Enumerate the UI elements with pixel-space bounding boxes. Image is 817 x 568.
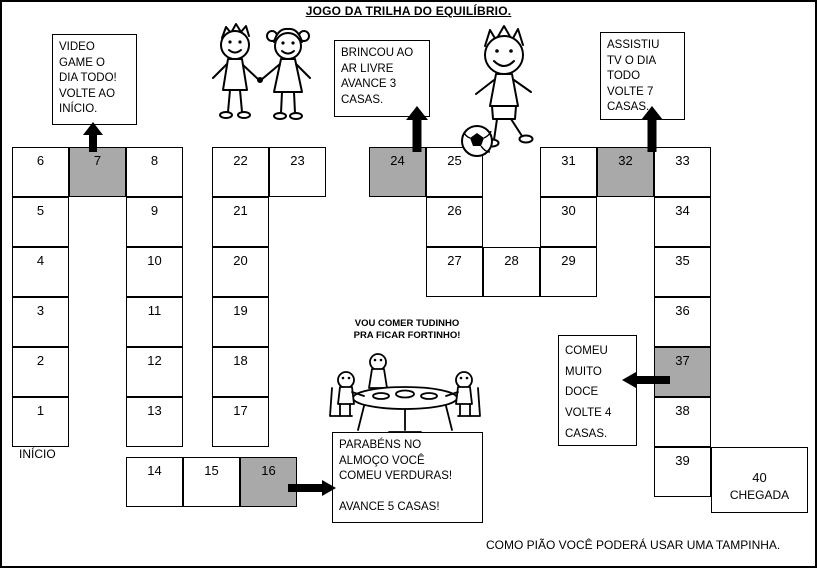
board-cell-6: 6 (12, 147, 69, 197)
board-cell-9: 9 (126, 197, 183, 247)
cell-number: 5 (36, 203, 45, 218)
callout-parabens-verduras: PARABÉNS NO ALMOÇO VOCÊ COMEU VERDURAS! … (332, 432, 483, 523)
cell-number: 39 (675, 453, 690, 468)
cell-number: 3 (36, 303, 45, 318)
start-label: INÍCIO (19, 447, 56, 461)
cell-number: 32 (618, 153, 633, 168)
arrow-up-to-brincou-icon (405, 106, 429, 152)
cell-number: 26 (447, 203, 462, 218)
board-cell-24: 24 (369, 147, 426, 197)
cell-number: 6 (36, 153, 45, 168)
cell-number: 38 (675, 403, 690, 418)
board-cell-30: 30 (540, 197, 597, 247)
cell-number: 4 (36, 253, 45, 268)
board-cell-26: 26 (426, 197, 483, 247)
cell-number: 13 (147, 403, 162, 418)
cell-number: 25 (447, 153, 462, 168)
board-cell-7: 7 (69, 147, 126, 197)
board-cell-32: 32 (597, 147, 654, 197)
board-cell-36: 36 (654, 297, 711, 347)
finish-label: CHEGADA (729, 487, 790, 502)
cell-number: 37 (675, 353, 690, 368)
arrow-up-to-assistiu-icon (640, 106, 664, 152)
cell-number: 7 (93, 153, 102, 168)
cell-number: 27 (447, 253, 462, 268)
cell-number: 15 (204, 463, 219, 478)
board-cell-3: 3 (12, 297, 69, 347)
cell-number: 36 (675, 303, 690, 318)
callout-video-game: VIDEO GAME O DIA TODO! VOLTE AO INÍCIO. (52, 34, 137, 125)
cell-number: 21 (233, 203, 248, 218)
arrow-left-to-comeu-doce-icon (622, 371, 670, 389)
board-cell-28: 28 (483, 247, 540, 297)
board-cell-4: 4 (12, 247, 69, 297)
callout-comeu-doce: COMEU MUITO DOCE VOLTE 4 CASAS. (558, 335, 637, 446)
board-cell-29: 29 (540, 247, 597, 297)
cell-number: 28 (504, 253, 519, 268)
board-cell-18: 18 (212, 347, 269, 397)
cell-number: 18 (233, 353, 248, 368)
board-cell-16: 16 (240, 457, 297, 507)
board-cell-5: 5 (12, 197, 69, 247)
board-cell-8: 8 (126, 147, 183, 197)
boy-playing-with-ball-image (452, 22, 556, 160)
board-cell-39: 39 (654, 447, 711, 497)
board-cell-37: 37 (654, 347, 711, 397)
cell-number: 30 (561, 203, 576, 218)
board-cell-1: 1 (12, 397, 69, 447)
cell-number: 34 (675, 203, 690, 218)
cell-number: 9 (150, 203, 159, 218)
board-cell-19: 19 (212, 297, 269, 347)
board-cell-2: 2 (12, 347, 69, 397)
cell-number: 20 (233, 253, 248, 268)
board-cell-23: 23 (269, 147, 326, 197)
cell-number: 17 (233, 403, 248, 418)
cell-number: 19 (233, 303, 248, 318)
cell-number: 12 (147, 353, 162, 368)
board-cell-22: 22 (212, 147, 269, 197)
board-cell-31: 31 (540, 147, 597, 197)
callout-brincou-ao-ar-livre: BRINCOU AO AR LIVRE AVANCE 3 CASAS. (334, 40, 430, 117)
footer-note: COMO PIÃO VOCÊ PODERÁ USAR UMA TAMPINHA. (486, 538, 781, 552)
cell-number: 16 (261, 463, 276, 478)
cell-number: 22 (233, 153, 248, 168)
board-cell-34: 34 (654, 197, 711, 247)
board-cell-33: 33 (654, 147, 711, 197)
cell-number: 24 (390, 153, 405, 168)
board-cell-13: 13 (126, 397, 183, 447)
board-cell-38: 38 (654, 397, 711, 447)
board-cell-15: 15 (183, 457, 240, 507)
board-cell-20: 20 (212, 247, 269, 297)
speech-text: VOU COMER TUDINHO PRA FICAR FORTINHO! (353, 318, 461, 341)
cell-number: 2 (36, 353, 45, 368)
board-cell-27: 27 (426, 247, 483, 297)
board-cell-21: 21 (212, 197, 269, 247)
board-cell-35: 35 (654, 247, 711, 297)
cell-number: 1 (36, 403, 45, 418)
children-holding-hands-image (200, 16, 322, 150)
board-cell-11: 11 (126, 297, 183, 347)
cell-number: 11 (147, 303, 162, 318)
cell-number: 10 (147, 253, 162, 268)
children-eating-at-table-image (326, 346, 484, 436)
cell-number: 14 (147, 463, 162, 478)
arrow-up-to-video-game-icon (82, 122, 104, 152)
cell-number: 23 (290, 153, 305, 168)
callout-assistiu-tv: ASSISTIU TV O DIA TODO VOLTE 7 CASAS. (600, 32, 685, 120)
board-cell-10: 10 (126, 247, 183, 297)
arrow-right-to-parabens-icon (288, 479, 336, 497)
cell-number: 8 (150, 153, 159, 168)
cell-number: 40 (752, 469, 767, 485)
board-cell-12: 12 (126, 347, 183, 397)
cell-number: 31 (561, 153, 576, 168)
cell-number: 29 (561, 253, 576, 268)
cell-number: 35 (675, 253, 690, 268)
page-title: JOGO DA TRILHA DO EQUILÍBRIO. (305, 4, 512, 18)
board-cell-14: 14 (126, 457, 183, 507)
cell-number: 33 (675, 153, 690, 168)
board-cell-17: 17 (212, 397, 269, 447)
